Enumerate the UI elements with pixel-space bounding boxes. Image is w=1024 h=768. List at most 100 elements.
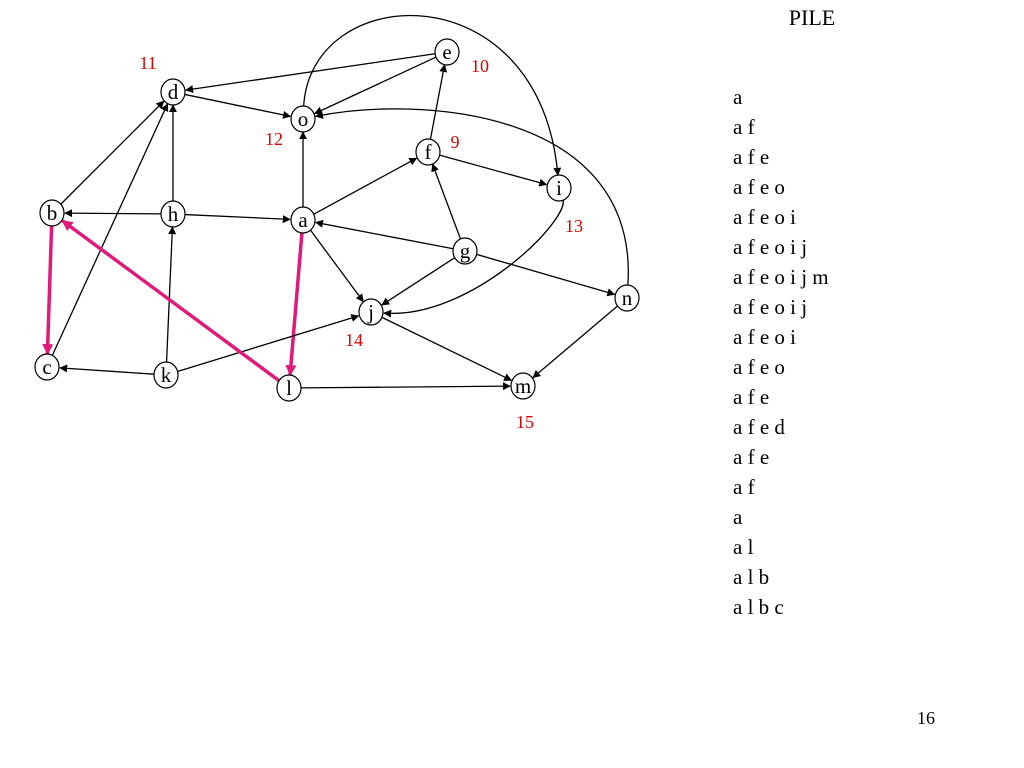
node-label: h: [168, 202, 179, 226]
stack-line: a f e d: [733, 415, 785, 439]
stack-line: a f e o i: [733, 205, 796, 229]
stack-line: a f e o i j: [733, 295, 808, 319]
node-circle: [358, 298, 384, 326]
edge-g-to-f: [431, 163, 462, 240]
node-b: b: [39, 199, 65, 227]
edge-b-to-d: [60, 100, 165, 205]
stack-line: a: [733, 505, 743, 529]
node-label: c: [42, 355, 51, 379]
node-label: f: [425, 140, 432, 164]
node-circle: [510, 372, 536, 400]
edge-g-to-a: [314, 219, 454, 250]
node-label: g: [460, 239, 471, 263]
stack-line: a f: [733, 115, 755, 139]
node-c: c: [34, 353, 60, 381]
node-g: g: [452, 237, 478, 265]
edge-h-to-a: [184, 213, 291, 224]
stack-line: a f e o i: [733, 325, 796, 349]
node-label: m: [515, 374, 531, 398]
node-j: j: [358, 298, 384, 326]
stack-line: a f e o i j m: [733, 265, 829, 289]
node-d: d: [160, 78, 186, 106]
edge-h-to-b: [64, 209, 162, 218]
stack-line: a: [733, 85, 743, 109]
edge-l-to-m: [300, 382, 511, 391]
edge-n-to-o: [314, 108, 629, 287]
stack-line: a l b: [733, 565, 770, 589]
stack-line: a f e o i j: [733, 235, 808, 259]
visit-order-o: 12: [265, 129, 283, 149]
visit-order-d: 11: [139, 53, 156, 73]
node-circle: [153, 361, 179, 389]
node-label: e: [442, 40, 451, 64]
edges-layer: [42, 14, 629, 391]
edge-k-to-c: [59, 364, 155, 375]
node-circle: [434, 38, 460, 66]
visit-order-i: 13: [565, 216, 583, 236]
edge-d-to-o: [184, 93, 292, 119]
node-o: o: [290, 105, 316, 133]
edge-f-to-e: [429, 63, 448, 141]
visit-order-e: 10: [471, 56, 489, 76]
edge-f-to-i: [439, 154, 548, 187]
visit-order-m: 15: [516, 412, 534, 432]
edge-a-to-f: [313, 157, 418, 215]
edge-i-to-j: [383, 199, 564, 318]
stack-title: PILE: [788, 5, 836, 30]
node-circle: [290, 206, 316, 234]
edge-e-to-o: [314, 56, 437, 115]
stack-line: a f e: [733, 385, 770, 409]
node-circle: [39, 199, 65, 227]
node-n: n: [614, 284, 640, 312]
node-circle: [34, 353, 60, 381]
edge-j-to-m: [381, 316, 513, 381]
node-f: f: [415, 138, 441, 166]
edge-a-to-j: [309, 229, 364, 303]
edge-e-to-d: [185, 53, 436, 94]
node-circle: [276, 374, 302, 402]
node-circle: [614, 284, 640, 312]
stack-line: a f e: [733, 145, 770, 169]
node-circle: [546, 174, 572, 202]
edge-g-to-j: [381, 256, 456, 306]
edge-o-to-i: [302, 14, 562, 176]
stack-line: a l b c: [733, 595, 784, 619]
nodes-layer: a b c d e f g h i j k l m n o: [34, 38, 640, 402]
node-label: d: [168, 80, 179, 104]
stack-line: a f e: [733, 445, 770, 469]
stack-line: a l: [733, 535, 754, 559]
node-label: o: [298, 107, 309, 131]
edge-k-to-h: [165, 226, 177, 364]
node-label: k: [161, 363, 172, 387]
node-a: a: [290, 206, 316, 234]
edge-g-to-n: [476, 253, 616, 297]
node-label: j: [367, 300, 374, 324]
node-h: h: [160, 200, 186, 228]
visit-order-f: 9: [451, 132, 460, 152]
edge-k-to-j: [177, 314, 360, 373]
visit-order-labels: 9 10 11 12 13 14 15: [139, 53, 583, 432]
node-label: b: [47, 201, 58, 225]
edge-a-to-l-highlighted: [285, 231, 304, 377]
edge-c-to-d: [51, 103, 169, 357]
node-circle: [415, 138, 441, 166]
node-circle: [290, 105, 316, 133]
stack-line: a f: [733, 475, 755, 499]
node-circle: [452, 237, 478, 265]
visit-order-j: 14: [345, 330, 363, 350]
node-label: i: [556, 176, 562, 200]
stack-line: a f e o: [733, 175, 785, 199]
node-e: e: [434, 38, 460, 66]
node-m: m: [510, 372, 536, 400]
edge-b-to-c-highlighted: [42, 224, 54, 356]
node-i: i: [546, 174, 572, 202]
node-l: l: [276, 374, 302, 402]
edge-l-to-b-highlighted: [61, 219, 281, 383]
node-circle: [160, 78, 186, 106]
node-circle: [160, 200, 186, 228]
edge-n-to-m: [532, 305, 619, 379]
node-k: k: [153, 361, 179, 389]
stack-line: a f e o: [733, 355, 785, 379]
node-label: a: [298, 208, 308, 232]
node-label: n: [622, 286, 633, 310]
